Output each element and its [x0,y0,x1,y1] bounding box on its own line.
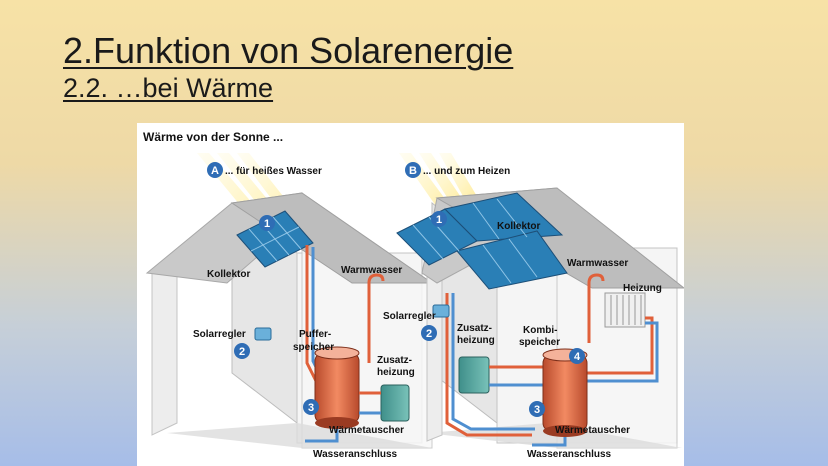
collector-b [396,192,568,290]
label-aux-a-2: heizung [377,367,415,378]
badge-b3: 3 [529,401,545,417]
combi-tank-b [542,348,588,437]
svg-text:2: 2 [239,346,245,358]
badge-a1: 1 [259,215,275,231]
badge-b2: 2 [421,325,437,341]
label-solar-controller-a: Solarregler [193,329,246,340]
label-combi-1: Kombi- [523,325,557,336]
label-water-connection-b: Wasseranschluss [527,449,612,460]
label-aux-b-1: Zusatz- [457,323,492,334]
slide-title: 2.Funktion von Solarenergie [63,30,514,71]
buffer-tank-a [314,346,360,429]
label-collector-a: Kollektor [207,269,250,280]
label-combi-2: speicher [519,337,560,348]
label-water-connection-a: Wasseranschluss [313,449,398,460]
svg-text:1: 1 [264,218,270,230]
warm-water-tap-b [587,273,605,284]
solar-controller-a [254,327,272,341]
section-b-label: B ... und zum Heizen [405,162,510,178]
label-heat-exchanger-a: Wärmetauscher [329,425,404,436]
section-a-label: A ... für heißes Wasser [207,162,322,178]
radiator-b [604,292,646,328]
label-buffer-2: speicher [293,342,334,353]
solar-controller-b [432,304,450,318]
svg-text:1: 1 [436,214,442,226]
aux-heater-a [380,384,410,422]
label-aux-a-1: Zusatz- [377,355,412,366]
label-buffer-1: Puffer- [299,329,331,340]
aux-heater-b [458,356,490,394]
label-aux-b-2: heizung [457,335,495,346]
badge-a3: 3 [303,399,319,415]
section-a-text: ... für heißes Wasser [225,166,322,177]
slide-subtitle: 2.2. …bei Wärme [63,73,274,103]
svg-text:2: 2 [426,328,432,340]
label-heat-exchanger-b: Wärmetauscher [555,425,630,436]
section-a-badge: A [211,165,219,177]
figure-heading: Wärme von der Sonne ... [143,130,283,144]
label-collector-b: Kollektor [497,221,540,232]
badge-a2: 2 [234,343,250,359]
solar-heat-diagram: Wärme von der Sonne ... A ... für heißes… [137,123,684,466]
svg-text:3: 3 [534,404,540,416]
label-solar-controller-b: Solarregler [383,311,436,322]
house-a [145,192,434,449]
badge-b4: 4 [569,348,585,364]
badge-b1: 1 [431,211,447,227]
warm-water-tap-a [367,273,385,284]
section-b-text: ... und zum Heizen [423,166,510,177]
label-heating-b: Heizung [623,283,662,294]
label-warm-water-a: Warmwasser [341,265,402,276]
house-b [396,187,684,449]
section-b-badge: B [409,165,417,177]
svg-text:3: 3 [308,402,314,414]
svg-text:4: 4 [574,351,581,363]
label-warm-water-b: Warmwasser [567,258,628,269]
